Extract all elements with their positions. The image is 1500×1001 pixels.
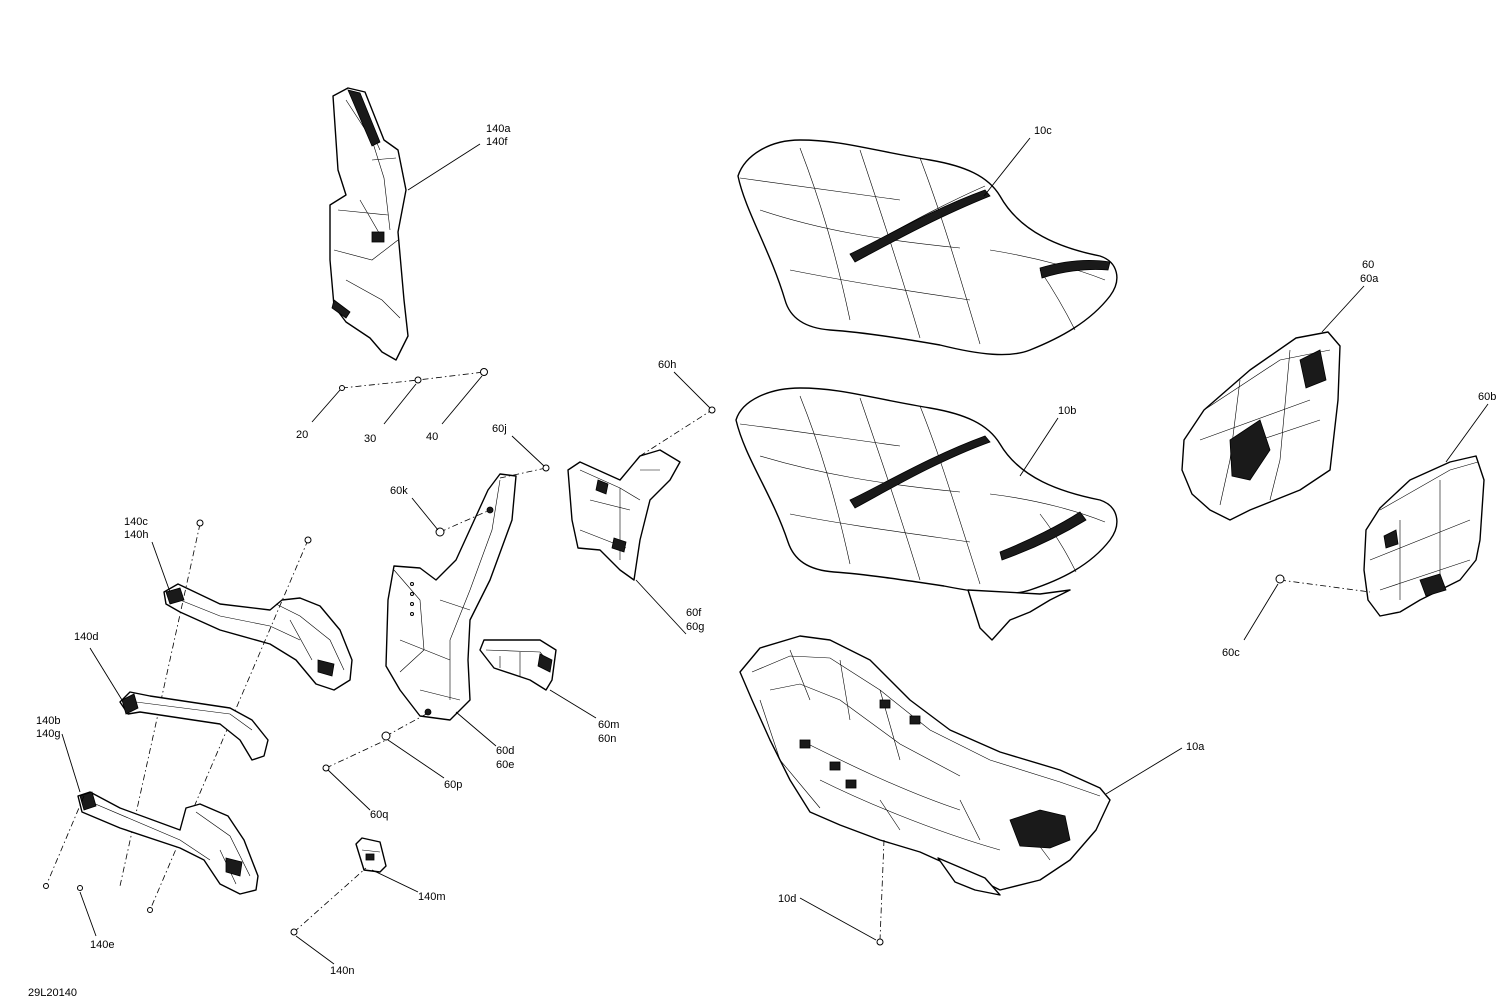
callout-60m: 60m [598,719,619,731]
callout-labels: 140a 140f 10c 60 60a 20 30 40 60h 60j 60… [36,123,1496,977]
callout-140b: 140b [36,715,60,727]
part-seat-10c[interactable] [737,139,1118,356]
fasteners-140e[interactable] [43,795,153,913]
part-seat-10b[interactable] [735,387,1118,641]
callout-60h: 60h [658,359,676,371]
part-small-cover-60m[interactable] [479,639,557,691]
screw-20 [339,385,345,391]
callout-60g: 60g [686,621,704,633]
callout-10b: 10b [1058,405,1076,417]
callout-20: 20 [296,429,308,441]
callout-10d: 10d [778,893,796,905]
callout-40: 40 [426,431,438,443]
callout-10c: 10c [1034,125,1052,137]
fastener-60h[interactable] [639,406,716,457]
callout-60c: 60c [1222,647,1240,659]
fastener-140n[interactable] [290,867,367,936]
callout-140f: 140f [486,136,508,148]
part-grab-handle-140c[interactable] [163,583,353,691]
callout-60q: 60q [370,809,388,821]
callout-140m: 140m [418,891,446,903]
part-side-bracket-60d[interactable] [385,473,517,721]
callout-60k: 60k [390,485,408,497]
callout-140g: 140g [36,728,60,740]
callout-60d: 60d [496,745,514,757]
callout-60p: 60p [444,779,462,791]
fastener-60q[interactable] [322,739,387,772]
nut-40 [480,368,488,376]
part-bracket-60f[interactable] [567,449,681,581]
fastener-10d[interactable] [876,839,885,946]
callout-140h: 140h [124,529,148,541]
callout-60n: 60n [598,733,616,745]
part-grab-handle-140b[interactable] [77,791,259,895]
part-seat-base-10a[interactable] [739,635,1111,896]
callout-60a: 60a [1360,273,1379,285]
fastener-60j[interactable] [499,464,550,479]
callout-60b: 60b [1478,391,1496,403]
callout-140e: 140e [90,939,114,951]
callout-60j: 60j [492,423,507,435]
part-grab-handle-support[interactable] [329,87,409,361]
callout-60e: 60e [496,759,514,771]
part-clip-140m[interactable] [355,837,387,873]
fastener-row-top[interactable] [339,368,488,391]
callout-140a: 140a [486,123,511,135]
callout-140c: 140c [124,516,148,528]
callout-10a: 10a [1186,741,1205,753]
fastener-60c[interactable] [1275,574,1371,593]
leader-lines [61,137,1489,965]
callout-30: 30 [364,433,376,445]
part-grab-bar-140d[interactable] [119,691,269,761]
washer-30 [414,376,422,384]
part-backrest-bracket-60b[interactable] [1363,455,1485,617]
callout-140d: 140d [74,631,98,643]
figure-id: 29L20140 [28,987,77,999]
fastener-60p[interactable] [381,711,431,741]
part-backrest-60[interactable] [1181,331,1341,521]
callout-140n: 140n [330,965,354,977]
callout-60f: 60f [686,607,702,619]
callout-60: 60 [1362,259,1374,271]
